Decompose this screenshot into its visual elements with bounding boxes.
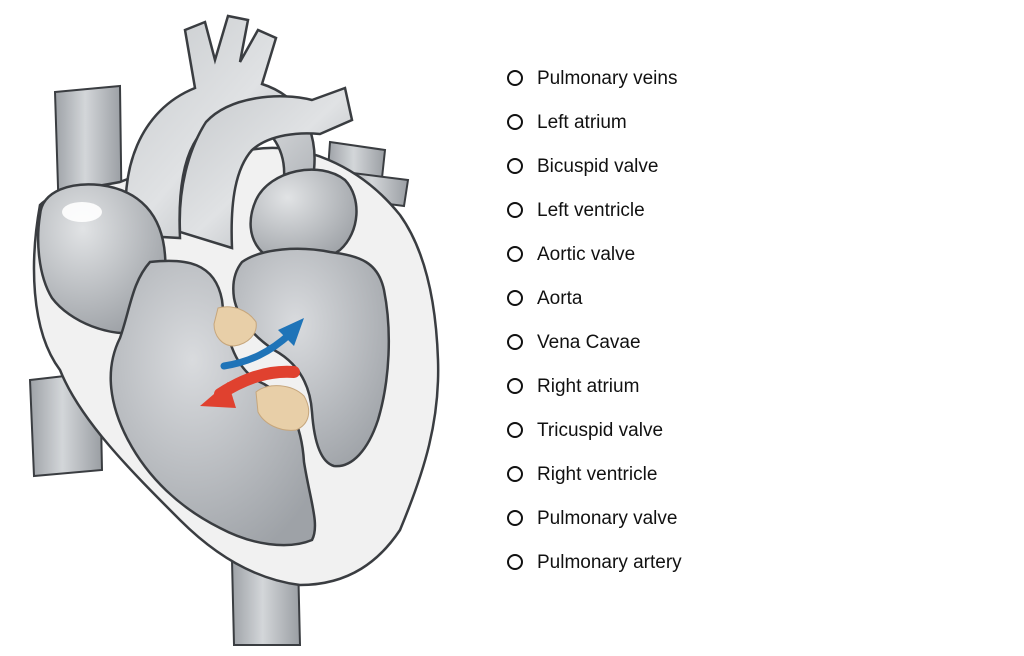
option-label: Pulmonary veins bbox=[537, 68, 678, 89]
bicuspid-valve-shape bbox=[255, 385, 310, 431]
option-label: Bicuspid valve bbox=[537, 156, 659, 177]
red-flow-arrowhead-icon bbox=[200, 382, 236, 408]
tricuspid-valve-shape bbox=[213, 306, 257, 347]
radio-circle-icon[interactable] bbox=[507, 114, 523, 130]
option-pulmonary-artery[interactable]: Pulmonary artery bbox=[507, 550, 927, 594]
option-bicuspid-valve[interactable]: Bicuspid valve bbox=[507, 154, 927, 198]
radio-circle-icon[interactable] bbox=[507, 202, 523, 218]
option-left-ventricle[interactable]: Left ventricle bbox=[507, 198, 927, 242]
option-tricuspid-valve[interactable]: Tricuspid valve bbox=[507, 418, 927, 462]
option-label: Aortic valve bbox=[537, 244, 636, 265]
atrium-highlight-shape bbox=[62, 202, 102, 222]
pulmonary-artery-shape bbox=[178, 86, 354, 250]
heart-diagram bbox=[28, 14, 440, 646]
option-label: Tricuspid valve bbox=[537, 420, 664, 441]
option-label: Right ventricle bbox=[537, 464, 658, 485]
left-atrium-shape bbox=[249, 168, 358, 265]
radio-circle-icon[interactable] bbox=[507, 70, 523, 86]
option-label: Left ventricle bbox=[537, 200, 645, 221]
blue-flow-arrow-icon bbox=[220, 330, 294, 370]
radio-circle-icon[interactable] bbox=[507, 378, 523, 394]
option-aortic-valve[interactable]: Aortic valve bbox=[507, 242, 927, 286]
option-right-atrium[interactable]: Right atrium bbox=[507, 374, 927, 418]
answer-options: Pulmonary veins Left atrium Bicuspid val… bbox=[507, 66, 927, 594]
option-label: Pulmonary valve bbox=[537, 508, 678, 529]
option-vena-cavae[interactable]: Vena Cavae bbox=[507, 330, 927, 374]
radio-circle-icon[interactable] bbox=[507, 466, 523, 482]
radio-circle-icon[interactable] bbox=[507, 510, 523, 526]
option-aorta[interactable]: Aorta bbox=[507, 286, 927, 330]
option-label: Aorta bbox=[537, 288, 583, 309]
radio-circle-icon[interactable] bbox=[507, 334, 523, 350]
option-label: Pulmonary artery bbox=[537, 552, 682, 573]
radio-circle-icon[interactable] bbox=[507, 554, 523, 570]
option-label: Right atrium bbox=[537, 376, 640, 397]
option-pulmonary-veins[interactable]: Pulmonary veins bbox=[507, 66, 927, 110]
option-label: Vena Cavae bbox=[537, 332, 641, 353]
radio-circle-icon[interactable] bbox=[507, 246, 523, 262]
option-right-ventricle[interactable]: Right ventricle bbox=[507, 462, 927, 506]
option-label: Left atrium bbox=[537, 112, 627, 133]
radio-circle-icon[interactable] bbox=[507, 158, 523, 174]
radio-circle-icon[interactable] bbox=[507, 422, 523, 438]
radio-circle-icon[interactable] bbox=[507, 290, 523, 306]
blue-flow-arrowhead-icon bbox=[278, 318, 304, 346]
option-left-atrium[interactable]: Left atrium bbox=[507, 110, 927, 154]
option-pulmonary-valve[interactable]: Pulmonary valve bbox=[507, 506, 927, 550]
